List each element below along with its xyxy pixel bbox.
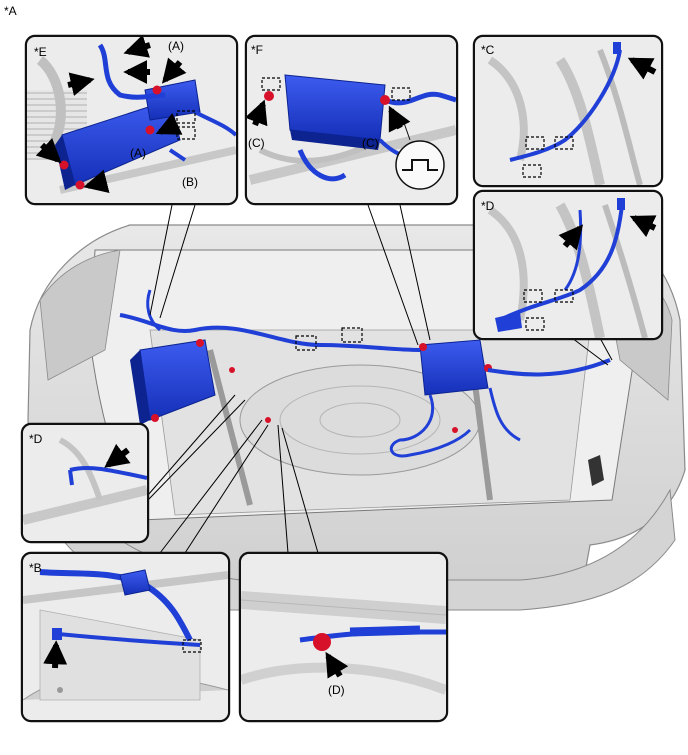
inset-F-arrow bbox=[247, 99, 268, 127]
figure-main-label: *A bbox=[4, 4, 17, 18]
inset-D-right: *D bbox=[472, 189, 664, 341]
inset-B: *B bbox=[20, 551, 231, 723]
main-center-ecu bbox=[419, 339, 492, 396]
inset-E: *E (A) (A) (B) bbox=[24, 34, 239, 206]
inset-D-bolt-callout: (D) bbox=[328, 683, 345, 697]
inset-F: *F (C) (C) bbox=[244, 34, 459, 206]
inset-E-arrow bbox=[161, 57, 187, 84]
inset-E-arrow bbox=[83, 169, 110, 193]
inset-F-detail-circle bbox=[395, 140, 445, 190]
inset-D-left-harness bbox=[69, 466, 147, 480]
inset-D-right-label: *D bbox=[481, 199, 495, 213]
inset-C: *C bbox=[472, 34, 664, 188]
inset-B-label: *B bbox=[29, 561, 42, 575]
main-wire-harness bbox=[119, 313, 611, 377]
inset-E-arrow bbox=[35, 138, 62, 164]
main-left-ecu bbox=[130, 339, 216, 425]
inset-D-right-arrow bbox=[629, 215, 657, 238]
inset-F-callout-c-right: (C) bbox=[362, 136, 379, 150]
inset-E-arrow bbox=[155, 113, 183, 135]
inset-E-label: *E bbox=[34, 45, 47, 59]
inset-D-bolt-arrow bbox=[325, 651, 349, 679]
inset-F-arrow bbox=[388, 105, 411, 133]
inset-C-arrow bbox=[627, 57, 657, 80]
inset-D-bolt-marker bbox=[313, 633, 331, 651]
inset-E-callout-a-mid: (A) bbox=[130, 146, 146, 160]
inset-F-label: *F bbox=[251, 43, 263, 57]
inset-F-ecu bbox=[284, 74, 386, 141]
inset-C-harness bbox=[509, 49, 622, 162]
inset-F-callout-c-left: (C) bbox=[248, 136, 265, 150]
inset-D-left: *D bbox=[20, 422, 150, 544]
inset-D-right-harness bbox=[499, 204, 624, 322]
main-clip-marker bbox=[295, 335, 317, 351]
inset-E-callout-b: (B) bbox=[182, 175, 198, 189]
inset-B-arrow bbox=[43, 640, 68, 669]
inset-D-bolt: (D) bbox=[238, 551, 449, 723]
inset-D-right-arrow bbox=[558, 224, 584, 251]
inset-E-arrow bbox=[123, 37, 151, 58]
inset-D-left-label: *D bbox=[29, 432, 43, 446]
main-clip-marker bbox=[341, 327, 363, 343]
inset-D-left-arrow bbox=[104, 443, 131, 468]
inset-C-label: *C bbox=[481, 43, 495, 57]
inset-E-arrow bbox=[67, 72, 95, 96]
leader-lines bbox=[147, 204, 613, 554]
inset-E-callout-a-top: (A) bbox=[168, 39, 184, 53]
